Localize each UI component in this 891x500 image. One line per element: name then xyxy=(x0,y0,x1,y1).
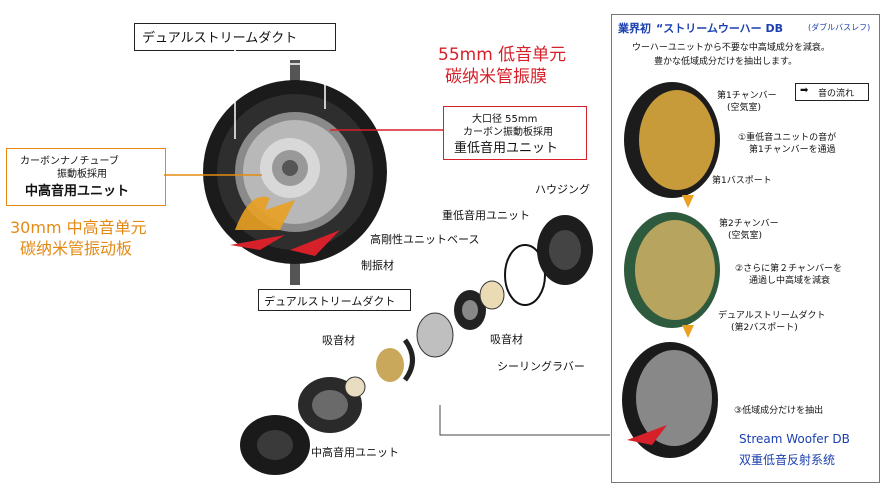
step3-label: ③低域成分だけを抽出 xyxy=(734,403,823,416)
mid-box-line2: 振動板採用 xyxy=(57,165,107,180)
panel-diagram xyxy=(612,80,722,480)
duct2-line2: (第2バスポート) xyxy=(731,320,798,333)
step2-line2: 通過し中高域を減衰 xyxy=(749,273,830,286)
step1-line2: 第1チャンバーを通過 xyxy=(749,142,836,155)
label-mid-unit: 中高音用ユニット xyxy=(311,444,399,460)
label-rigid-base: 高剛性ユニットベース xyxy=(370,231,479,247)
label-duct: デュアルストリームダクト xyxy=(264,293,395,309)
panel-title-sub: (ダブルバスレフ) xyxy=(808,22,870,33)
label-absorber-left: 吸音材 xyxy=(322,332,355,348)
woofer-box-line3: 重低音用ユニット xyxy=(454,137,558,156)
cn-30mm-label-line2: 碳纳米管振动板 xyxy=(20,238,132,259)
cn-55mm-label-line2: 碳纳米管振膜 xyxy=(445,66,547,88)
label-sealing: シーリングラバー xyxy=(497,358,585,374)
panel-desc-line1: ウーハーユニットから不要な中高域成分を減衰。 xyxy=(632,40,830,53)
label-absorber-right: 吸音材 xyxy=(490,331,523,347)
panel-title-main: “ストリームウーハー DB xyxy=(656,20,783,36)
panel-title-prefix: 業界初 xyxy=(618,20,651,36)
label-damping: 制振材 xyxy=(361,257,394,273)
label-housing: ハウジング xyxy=(535,181,590,197)
title-leader-lines xyxy=(230,49,340,144)
mid-leader-line xyxy=(164,170,264,180)
chamber2-sub: (空気室) xyxy=(728,228,762,241)
cn-caption: 双重低音反射系统 xyxy=(739,451,835,468)
cn-55mm-label-line1: 55mm 低音单元 xyxy=(438,44,566,66)
label-woofer-unit: 重低音用ユニット xyxy=(442,207,530,223)
mid-box-line3: 中高音用ユニット xyxy=(25,180,129,199)
en-caption: Stream Woofer DB xyxy=(739,432,850,446)
legend-arrow-icon: ➡ xyxy=(800,85,808,96)
panel-desc-line2: 豊かな低域成分だけを抽出します。 xyxy=(654,54,797,67)
chamber1-sub: (空気室) xyxy=(727,100,761,113)
cn-30mm-label-line1: 30mm 中高音单元 xyxy=(10,217,147,238)
port1-label: 第1バスポート xyxy=(712,173,772,186)
legend-label: 音の流れ xyxy=(818,86,854,99)
dual-stream-duct-title: デュアルストリームダクト xyxy=(142,27,297,46)
woofer-box-line2: カーボン振動板採用 xyxy=(463,123,553,138)
woofer-leader-line xyxy=(330,125,445,135)
